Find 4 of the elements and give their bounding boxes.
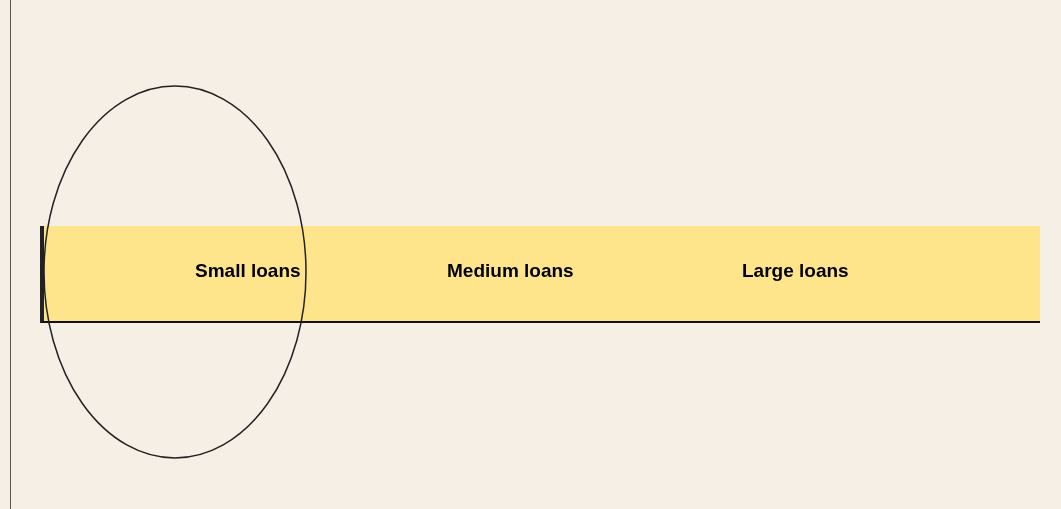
loan-size-band <box>40 226 1040 323</box>
band-label: Large loans <box>742 259 849 283</box>
band-label: Small loans <box>195 259 301 283</box>
band-label: Medium loans <box>447 259 574 283</box>
